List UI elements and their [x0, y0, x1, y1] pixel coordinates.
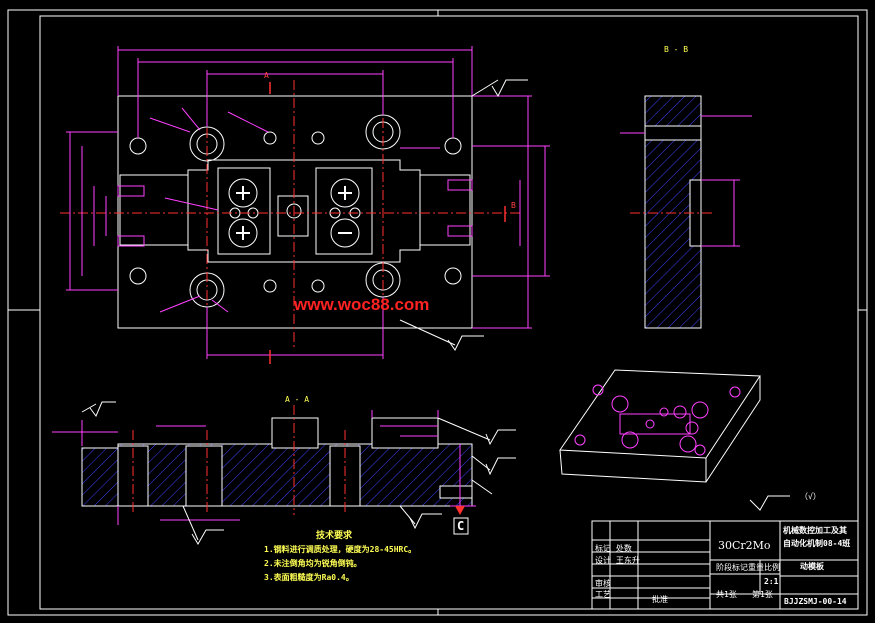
section-label-aa: A - A — [285, 395, 310, 404]
title-line-1: 机械数控加工及其 — [783, 526, 847, 535]
view-label-b: B — [511, 201, 516, 210]
row-process: 工艺 — [595, 590, 611, 599]
view-label-a: A — [264, 71, 269, 80]
row-design: 设计 王东升 — [595, 556, 640, 565]
scale-value: 2:1 — [764, 577, 779, 586]
row-approve: 批准 — [652, 595, 668, 604]
drawing-border — [7, 9, 868, 616]
sheet-total: 共1张 — [716, 590, 737, 599]
tech-requirement-item: 1.钢料进行调质处理，硬度为28-45HRC。 — [264, 545, 417, 554]
general-roughness: （√） — [800, 492, 821, 501]
watermark: www.woc88.com — [294, 295, 430, 314]
tech-requirement-item: 2.未注倒角均为锐角倒钝。 — [264, 559, 362, 568]
callout-c: C — [457, 519, 465, 533]
stage-mark: 阶段标记 — [716, 563, 748, 572]
drawing-number: BJJZSMJ-00-14 — [784, 597, 847, 606]
row-check: 审核 — [595, 579, 611, 588]
top-view — [60, 46, 550, 364]
tech-requirements-title: 技术要求 — [316, 531, 353, 541]
row-marks: 标记 处数 — [595, 544, 632, 553]
sheet-number: 第1张 — [752, 590, 773, 599]
tech-requirement-item: 3.表面粗糙度为Ra0.4。 — [264, 573, 354, 582]
side-view-bb — [620, 95, 752, 329]
section-view-aa — [52, 401, 516, 545]
weight-label: 重量 — [748, 563, 764, 572]
title-block — [591, 520, 859, 610]
title-line-2: 自动化机制08-4班 — [783, 539, 851, 548]
scale-label: 比例 — [764, 563, 780, 572]
section-label-bb: B - B — [664, 45, 689, 54]
isometric-view — [559, 369, 790, 511]
material: 30Cr2Mo — [718, 539, 771, 552]
part-name: 动模板 — [800, 562, 824, 571]
